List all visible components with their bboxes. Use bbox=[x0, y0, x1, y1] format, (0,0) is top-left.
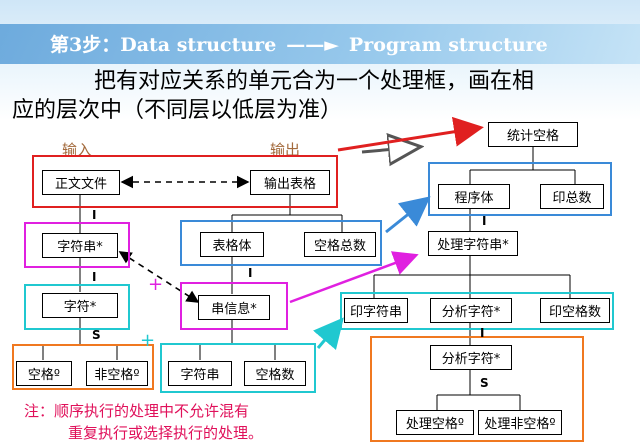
node-chengxuti: 程序体 bbox=[438, 184, 510, 209]
blue-mapping-arrow bbox=[385, 196, 431, 234]
node-yin-konggeshu: 印空格数 bbox=[540, 298, 610, 323]
iteration-mark: I bbox=[480, 326, 485, 340]
node-shuchu: 输出表格 bbox=[250, 170, 330, 195]
input-label: 输入 bbox=[62, 141, 93, 159]
title-band bbox=[0, 24, 640, 64]
iteration-mark: I bbox=[92, 270, 97, 284]
magenta-frame-left2 bbox=[180, 282, 288, 330]
cyan-mapping-arrow bbox=[313, 317, 344, 351]
red-frame-left bbox=[32, 155, 338, 208]
node-zhengwen: 正文文件 bbox=[42, 170, 120, 195]
node-biaogeti: 表格体 bbox=[200, 232, 264, 257]
node-fenxi-zifu2: 分析字符* bbox=[430, 345, 512, 370]
node-fenxi-zifu: 分析字符* bbox=[430, 298, 512, 323]
plus-mark: + bbox=[140, 330, 156, 351]
title-left: Data structure bbox=[120, 34, 277, 56]
node-kongge-zongshu: 空格总数 bbox=[304, 232, 376, 257]
red-mapping-arrow bbox=[337, 116, 484, 152]
footnote-line2: 重复执行或选择执行的处理。 bbox=[68, 424, 264, 442]
node-yin-zifuchuan: 印字符串 bbox=[344, 298, 408, 323]
selection-mark: S bbox=[92, 328, 101, 342]
node-feikongge: 非空格º bbox=[86, 361, 148, 386]
node-yinzongshu: 印总数 bbox=[540, 184, 604, 209]
iteration-mark: I bbox=[248, 266, 253, 280]
node-chuanxinxi: 串信息* bbox=[198, 295, 270, 320]
output-label: 输出 bbox=[270, 141, 301, 159]
orange-frame-right bbox=[370, 336, 584, 442]
footnote-line1: 注：顺序执行的处理中不允许混有 bbox=[24, 402, 250, 420]
cyan-frame-left bbox=[24, 284, 130, 330]
node-tongji: 统计空格 bbox=[488, 122, 578, 147]
gray-arrow bbox=[361, 147, 418, 152]
title-step: 第3步： bbox=[50, 34, 121, 56]
plus-mark: + bbox=[148, 274, 164, 295]
subtitle-line2: 应的层次中（不同层以低层为准） bbox=[12, 98, 343, 123]
cyan-frame-right bbox=[340, 292, 614, 330]
dashed-correspondence-mid bbox=[118, 251, 200, 303]
title-arrow: ——► bbox=[286, 34, 339, 56]
node-zifuchuan2: 字符串 bbox=[168, 361, 232, 386]
right-tree-lines bbox=[373, 147, 576, 410]
node-kongge-shu: 空格数 bbox=[244, 361, 306, 386]
slide-title: 第3步：Data structure ——► Program structure bbox=[50, 30, 548, 57]
node-chuli-zifuchuan: 处理字符串* bbox=[428, 231, 518, 256]
selection-mark: S bbox=[480, 376, 489, 390]
node-chuli-feikongge: 处理非空格º bbox=[478, 410, 562, 435]
node-zifu: 字符* bbox=[42, 293, 118, 318]
orange-frame-left bbox=[12, 344, 154, 390]
title-right: Program structure bbox=[348, 34, 548, 56]
blue-frame-right bbox=[428, 162, 612, 216]
magenta-mapping-arrow bbox=[289, 251, 419, 304]
iteration-mark: I bbox=[482, 214, 487, 228]
node-kongge: 空格º bbox=[16, 361, 72, 386]
cyan-frame-left2 bbox=[160, 343, 316, 393]
magenta-frame-left bbox=[24, 222, 130, 268]
subtitle-line1: 把有对应关系的单元合为一个处理框，画在相 bbox=[94, 69, 535, 94]
blue-frame-left bbox=[180, 220, 382, 266]
iteration-mark: I bbox=[92, 208, 97, 222]
node-zifuchuan: 字符串* bbox=[42, 233, 118, 258]
footnote: 注：顺序执行的处理中不允许混有 重复执行或选择执行的处理。 bbox=[24, 400, 263, 444]
node-chuli-kongge: 处理空格º bbox=[396, 410, 474, 435]
